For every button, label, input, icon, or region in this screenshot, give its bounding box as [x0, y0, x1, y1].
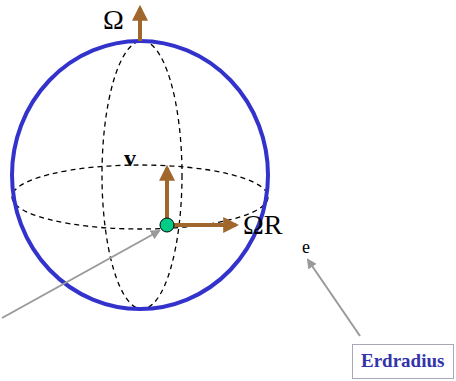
velocity-label: v	[124, 146, 136, 170]
rotation-speed-label: ΩR	[243, 211, 282, 239]
equator	[12, 165, 268, 229]
subscript-label: e	[302, 238, 310, 256]
meridian	[102, 41, 182, 309]
rotation-speed-arrow	[174, 223, 236, 227]
omega-arrow	[138, 8, 142, 41]
caption-text: Erdradius	[361, 351, 444, 372]
omega-label: Ω	[103, 6, 124, 34]
leader-line	[2, 231, 159, 318]
caption-box: Erdradius	[352, 344, 454, 379]
velocity-arrow	[165, 168, 169, 218]
earth-sphere	[12, 41, 268, 309]
leader-line	[308, 260, 360, 336]
location-dot	[160, 218, 174, 232]
